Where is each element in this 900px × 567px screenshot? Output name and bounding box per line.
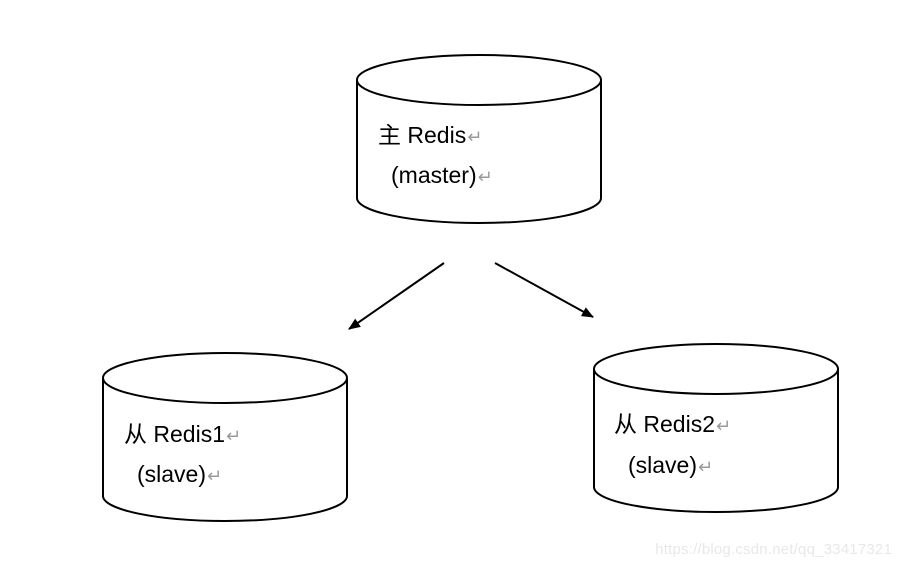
return-mark-icon: ↵	[477, 167, 493, 187]
return-mark-icon: ↵	[207, 466, 223, 486]
slave2-role: (slave)↵	[628, 451, 713, 481]
slave1-title: 从 Redis1↵	[124, 420, 241, 450]
slave1-title-text: 从 Redis1	[124, 421, 225, 447]
watermark-text: https://blog.csdn.net/qq_33417321	[655, 541, 892, 558]
return-mark-icon: ↵	[715, 416, 732, 436]
return-mark-icon: ↵	[225, 426, 242, 446]
slave1-role: (slave)↵	[137, 460, 222, 490]
master-title-text: 主 Redis	[378, 122, 467, 148]
return-mark-icon: ↵	[467, 127, 483, 147]
arrow-master-to-slave2	[494, 262, 594, 318]
slave2-redis-cylinder	[593, 343, 839, 513]
return-mark-icon: ↵	[698, 457, 714, 477]
slave1-role-text: (slave)	[137, 461, 207, 487]
master-title: 主 Redis↵	[378, 121, 482, 151]
slave1-redis-cylinder	[102, 352, 348, 522]
master-redis-cylinder	[356, 54, 602, 224]
slave2-role-text: (slave)	[628, 452, 698, 478]
master-role: (master)↵	[391, 161, 493, 191]
slave2-title: 从 Redis2↵	[614, 410, 731, 440]
slave2-title-text: 从 Redis2	[614, 411, 715, 437]
master-role-text: (master)	[391, 162, 477, 188]
arrow-master-to-slave1	[348, 262, 445, 330]
